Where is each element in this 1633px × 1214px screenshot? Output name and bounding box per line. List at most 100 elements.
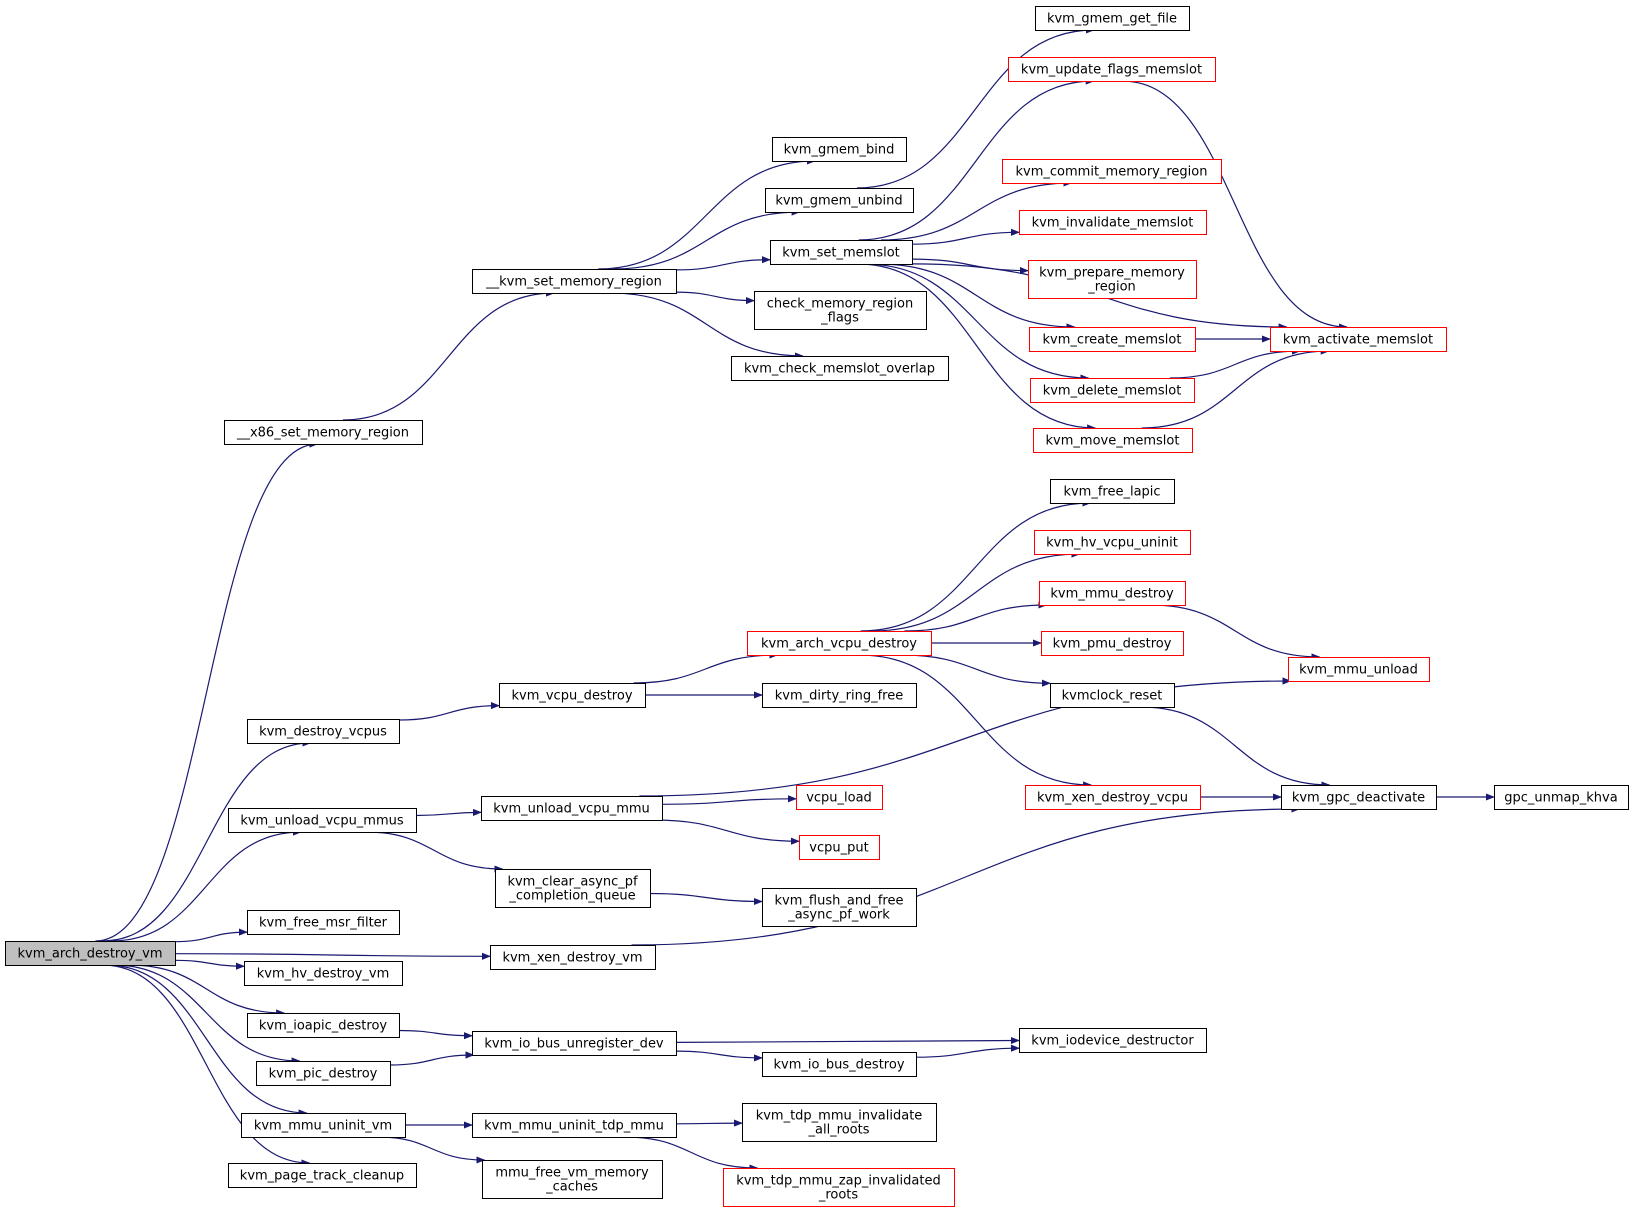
- node-box[interactable]: [762, 683, 917, 708]
- node-box[interactable]: [765, 188, 914, 213]
- node-kvm_move_memslot[interactable]: kvm_move_memslot: [1033, 428, 1193, 453]
- node-kvm_ioapic_destroy[interactable]: kvm_ioapic_destroy: [247, 1013, 400, 1038]
- node-kvm_create_memslot[interactable]: kvm_create_memslot: [1029, 327, 1196, 352]
- node-box[interactable]: [1041, 631, 1184, 656]
- node-gpc_unmap_khva[interactable]: gpc_unmap_khva: [1494, 785, 1629, 810]
- node-check_memory_region_flags[interactable]: check_memory_region_flags: [754, 291, 927, 330]
- node-box[interactable]: [1288, 657, 1430, 682]
- node-kvm_unload_vcpu_mmu[interactable]: kvm_unload_vcpu_mmu: [481, 796, 663, 821]
- node-box[interactable]: [1030, 378, 1195, 403]
- node-box[interactable]: [241, 1113, 406, 1138]
- node-box[interactable]: [495, 869, 651, 908]
- node-kvm_mmu_uninit_tdp_mmu[interactable]: kvm_mmu_uninit_tdp_mmu: [472, 1113, 677, 1138]
- node-kvm_xen_destroy_vm[interactable]: kvm_xen_destroy_vm: [490, 945, 656, 970]
- node-box[interactable]: [754, 291, 927, 330]
- node-box[interactable]: [5, 941, 176, 966]
- node-box[interactable]: [762, 1052, 917, 1077]
- node-box[interactable]: [1270, 327, 1447, 352]
- node-box[interactable]: [1035, 6, 1190, 31]
- node-box[interactable]: [799, 835, 880, 860]
- node-kvm_pic_destroy[interactable]: kvm_pic_destroy: [256, 1061, 391, 1086]
- node-kvm_gmem_unbind[interactable]: kvm_gmem_unbind: [765, 188, 914, 213]
- node-box[interactable]: [1028, 260, 1197, 299]
- node-box[interactable]: [772, 137, 907, 162]
- node-kvm_pmu_destroy[interactable]: kvm_pmu_destroy: [1041, 631, 1184, 656]
- node-box[interactable]: [472, 1031, 677, 1056]
- node-box[interactable]: [1050, 683, 1175, 708]
- node-box[interactable]: [1029, 327, 1196, 352]
- node-box[interactable]: [228, 808, 417, 833]
- node-kvm_gmem_get_file[interactable]: kvm_gmem_get_file: [1035, 6, 1190, 31]
- node-box[interactable]: [1002, 159, 1222, 184]
- node-box[interactable]: [742, 1103, 937, 1142]
- node-kvm_hv_destroy_vm[interactable]: kvm_hv_destroy_vm: [244, 961, 403, 986]
- node-box[interactable]: [247, 910, 400, 935]
- node-box[interactable]: [472, 1113, 677, 1138]
- node-box[interactable]: [472, 269, 677, 294]
- node-kvm_tdp_mmu_invalidate_all_roots[interactable]: kvm_tdp_mmu_invalidate_all_roots: [742, 1103, 937, 1142]
- node-kvm_xen_destroy_vcpu[interactable]: kvm_xen_destroy_vcpu: [1025, 785, 1201, 810]
- node-kvm_set_memslot[interactable]: kvm_set_memslot: [770, 240, 913, 265]
- node-x86_set_memory_region[interactable]: __x86_set_memory_region: [224, 420, 423, 445]
- node-box[interactable]: [1034, 530, 1191, 555]
- node-kvm_free_lapic[interactable]: kvm_free_lapic: [1050, 479, 1175, 504]
- node-kvm_io_bus_destroy[interactable]: kvm_io_bus_destroy: [762, 1052, 917, 1077]
- node-kvm_prepare_memory_region[interactable]: kvm_prepare_memory_region: [1028, 260, 1197, 299]
- node-box[interactable]: [228, 1163, 417, 1188]
- node-kvm_unload_vcpu_mmus[interactable]: kvm_unload_vcpu_mmus: [228, 808, 417, 833]
- node-vcpu_load[interactable]: vcpu_load: [796, 785, 883, 810]
- node-kvm_clear_async_pf_completion_queue[interactable]: kvm_clear_async_pf_completion_queue: [495, 869, 651, 908]
- node-kvm_update_flags_memslot[interactable]: kvm_update_flags_memslot: [1008, 57, 1216, 82]
- node-box[interactable]: [247, 1013, 400, 1038]
- node-box[interactable]: [1050, 479, 1175, 504]
- node-kvm_free_msr_filter[interactable]: kvm_free_msr_filter: [247, 910, 400, 935]
- node-box[interactable]: [244, 961, 403, 986]
- node-kvm_set_memory_region[interactable]: __kvm_set_memory_region: [472, 269, 677, 294]
- node-kvm_check_memslot_overlap[interactable]: kvm_check_memslot_overlap: [731, 356, 949, 381]
- node-kvm_iodevice_destructor[interactable]: kvm_iodevice_destructor: [1019, 1028, 1207, 1053]
- node-box[interactable]: [1019, 210, 1207, 235]
- node-box[interactable]: [1025, 785, 1201, 810]
- node-kvm_io_bus_unregister_dev[interactable]: kvm_io_bus_unregister_dev: [472, 1031, 677, 1056]
- node-box[interactable]: [796, 785, 883, 810]
- node-kvm_invalidate_memslot[interactable]: kvm_invalidate_memslot: [1019, 210, 1207, 235]
- node-box[interactable]: [770, 240, 913, 265]
- node-mmu_free_vm_memory_caches[interactable]: mmu_free_vm_memory_caches: [482, 1160, 663, 1199]
- node-box[interactable]: [224, 420, 423, 445]
- node-box[interactable]: [490, 945, 656, 970]
- node-box[interactable]: [481, 796, 663, 821]
- node-kvm_arch_destroy_vm[interactable]: kvm_arch_destroy_vm: [5, 941, 176, 966]
- node-kvm_gmem_bind[interactable]: kvm_gmem_bind: [772, 137, 907, 162]
- node-box[interactable]: [1281, 785, 1437, 810]
- node-kvm_destroy_vcpus[interactable]: kvm_destroy_vcpus: [247, 719, 400, 744]
- node-box[interactable]: [1019, 1028, 1207, 1053]
- node-kvmclock_reset[interactable]: kvmclock_reset: [1050, 683, 1175, 708]
- node-box[interactable]: [247, 719, 400, 744]
- node-kvm_commit_memory_region[interactable]: kvm_commit_memory_region: [1002, 159, 1222, 184]
- node-kvm_hv_vcpu_uninit[interactable]: kvm_hv_vcpu_uninit: [1034, 530, 1191, 555]
- node-kvm_delete_memslot[interactable]: kvm_delete_memslot: [1030, 378, 1195, 403]
- node-box[interactable]: [723, 1168, 955, 1207]
- node-kvm_dirty_ring_free[interactable]: kvm_dirty_ring_free: [762, 683, 917, 708]
- node-box[interactable]: [499, 683, 646, 708]
- node-box[interactable]: [747, 631, 932, 656]
- node-box[interactable]: [731, 356, 949, 381]
- node-kvm_flush_and_free_async_pf_work[interactable]: kvm_flush_and_free_async_pf_work: [762, 888, 917, 927]
- node-box[interactable]: [482, 1160, 663, 1199]
- node-kvm_tdp_mmu_zap_invalidated_roots[interactable]: kvm_tdp_mmu_zap_invalidated_roots: [723, 1168, 955, 1207]
- node-kvm_mmu_unload[interactable]: kvm_mmu_unload: [1288, 657, 1430, 682]
- node-kvm_arch_vcpu_destroy[interactable]: kvm_arch_vcpu_destroy: [747, 631, 932, 656]
- node-kvm_page_track_cleanup[interactable]: kvm_page_track_cleanup: [228, 1163, 417, 1188]
- node-box[interactable]: [1033, 428, 1193, 453]
- node-box[interactable]: [1494, 785, 1629, 810]
- node-kvm_activate_memslot[interactable]: kvm_activate_memslot: [1270, 327, 1447, 352]
- node-box[interactable]: [1008, 57, 1216, 82]
- node-kvm_mmu_uninit_vm[interactable]: kvm_mmu_uninit_vm: [241, 1113, 406, 1138]
- node-box[interactable]: [762, 888, 917, 927]
- node-box[interactable]: [256, 1061, 391, 1086]
- node-box[interactable]: [1039, 581, 1186, 606]
- node-vcpu_put[interactable]: vcpu_put: [799, 835, 880, 860]
- node-kvm_mmu_destroy[interactable]: kvm_mmu_destroy: [1039, 581, 1186, 606]
- node-kvm_gpc_deactivate[interactable]: kvm_gpc_deactivate: [1281, 785, 1437, 810]
- node-kvm_vcpu_destroy[interactable]: kvm_vcpu_destroy: [499, 683, 646, 708]
